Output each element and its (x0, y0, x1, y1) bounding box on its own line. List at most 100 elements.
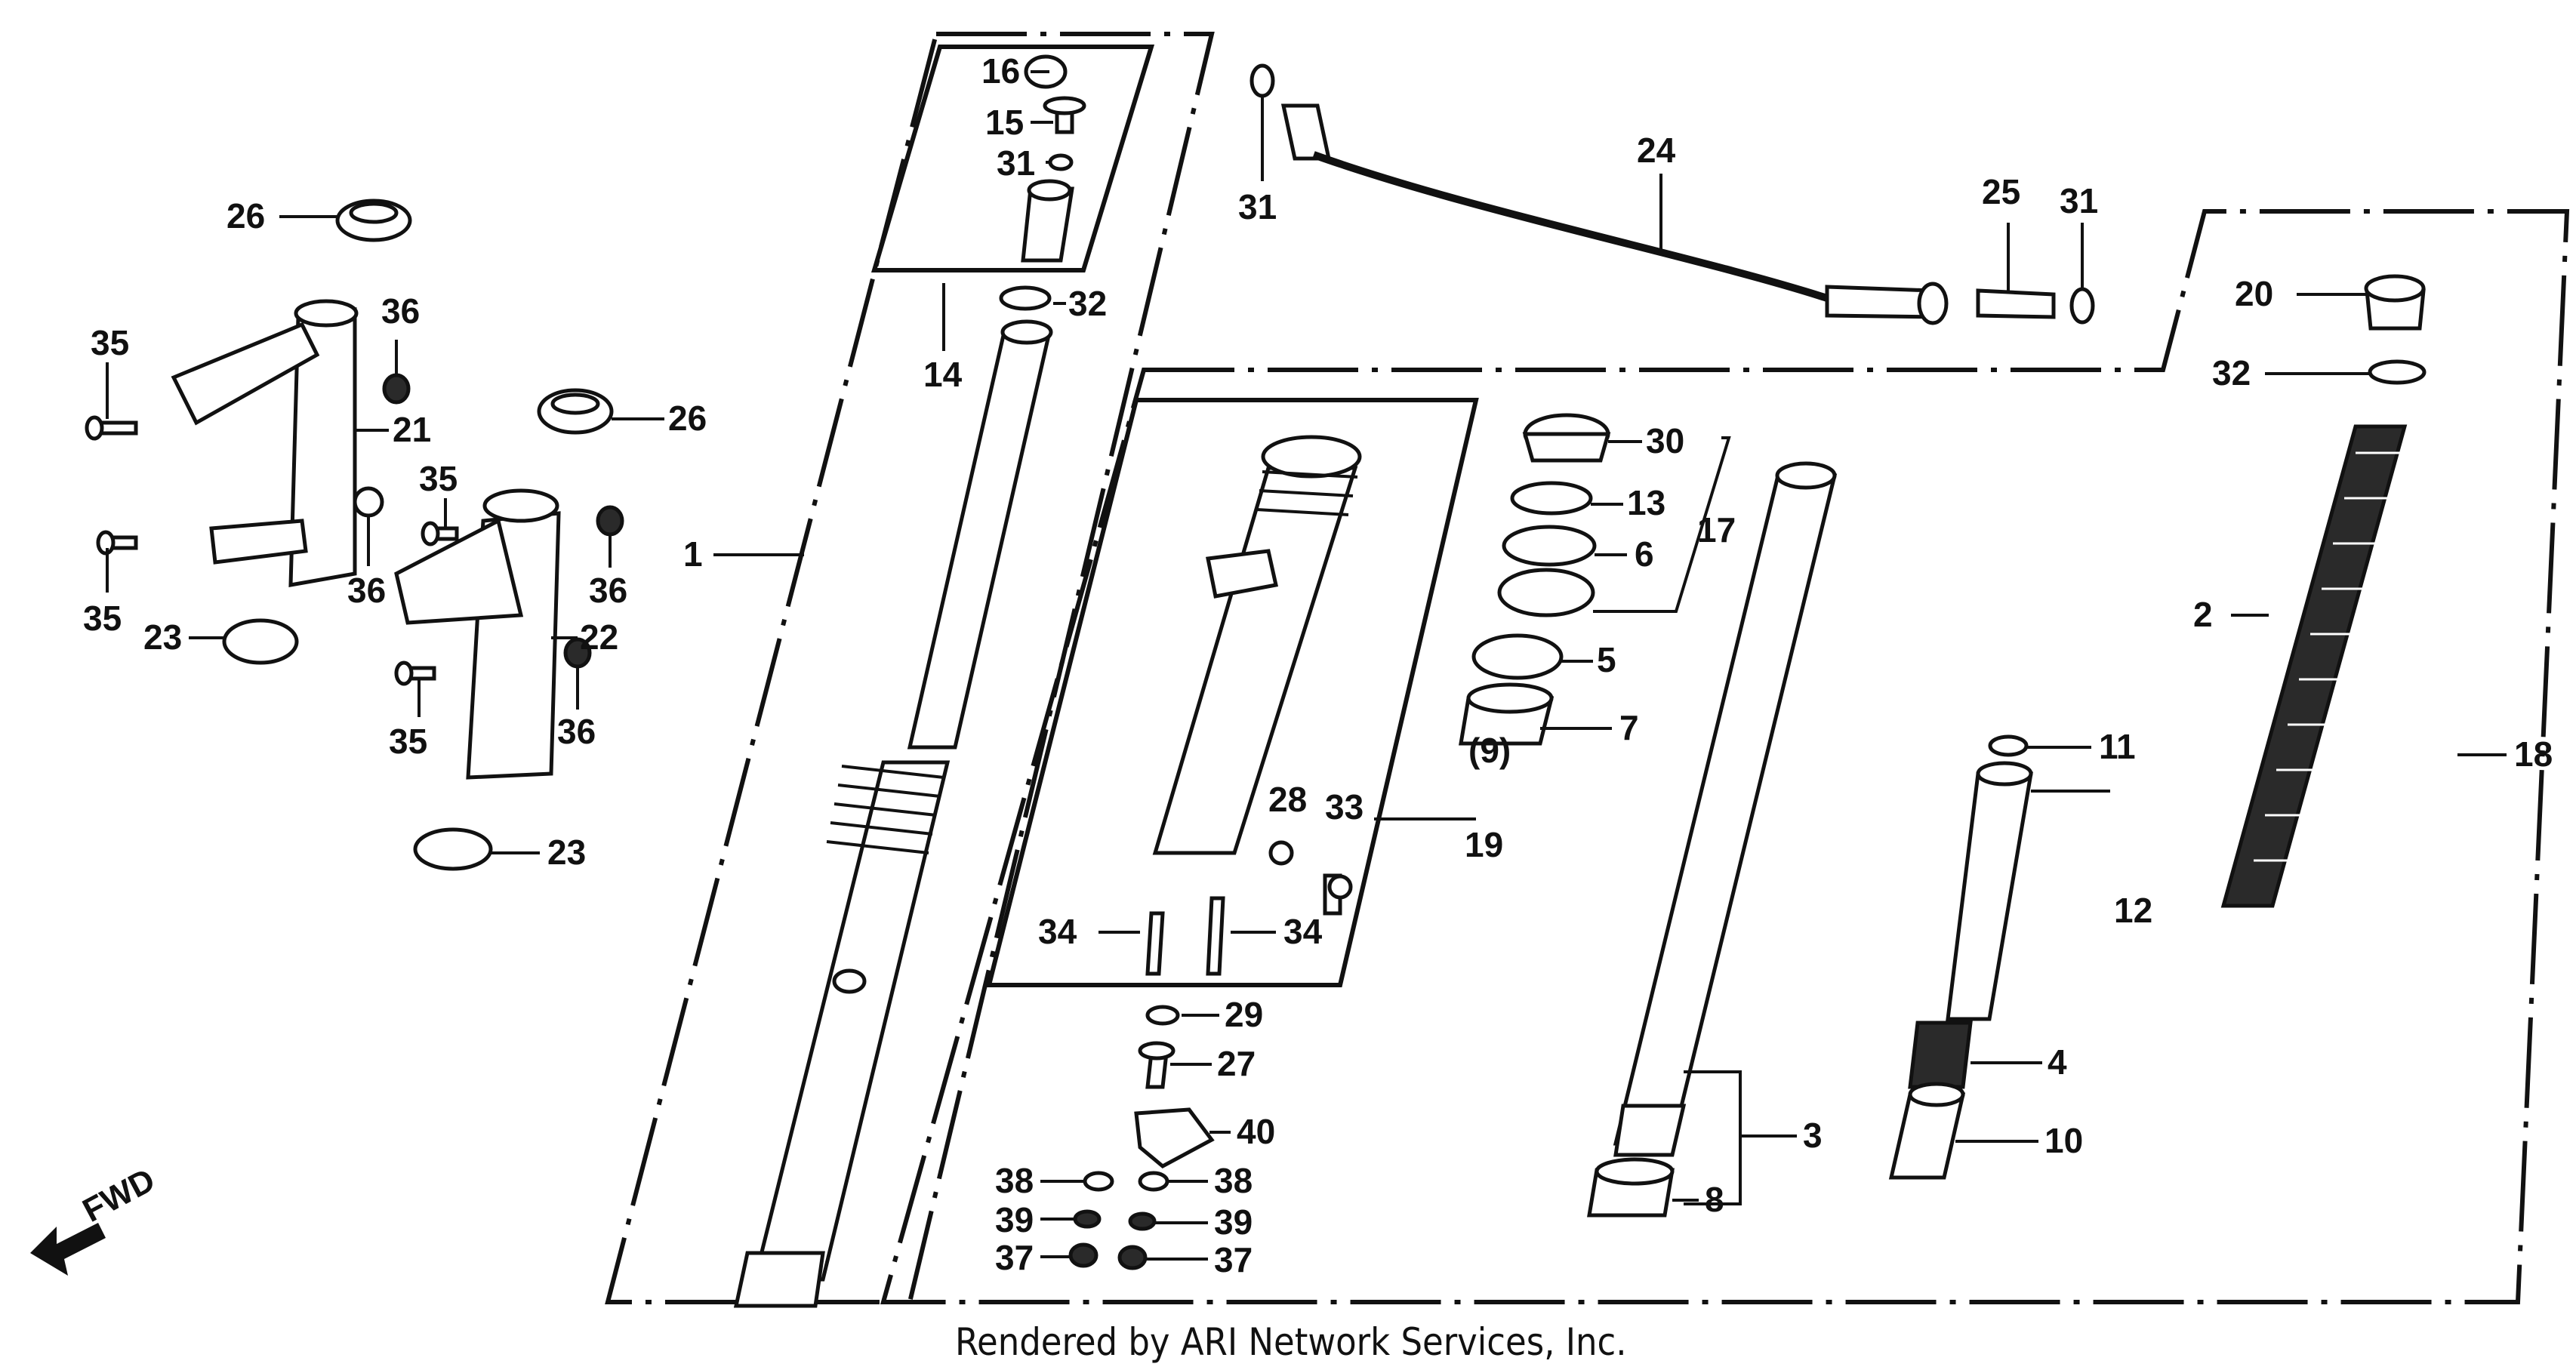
frame-slider-19 (986, 398, 1479, 987)
part-31-oring-right (2069, 287, 2095, 325)
callout-28: 28 (1268, 780, 1307, 819)
part-23-nut-b (413, 827, 493, 871)
callout-2: 2 (2193, 595, 2213, 634)
callout-4: 4 (2048, 1042, 2067, 1082)
callout-31-hose: 31 (1238, 187, 1277, 226)
callout-31-upper: 31 (997, 143, 1035, 183)
frame-fork-assembly-1 (605, 32, 1215, 1304)
callout-18: 18 (2514, 734, 2553, 774)
part-damper (1888, 734, 2033, 1180)
callout-32-cap: 32 (2212, 353, 2251, 393)
part-31-oring-hose (1249, 63, 1275, 98)
part-25-fitting (1976, 288, 2056, 319)
part-39-washer-b (1128, 1211, 1157, 1231)
callout-1: 1 (683, 534, 703, 574)
part-29-washer (1145, 1005, 1180, 1026)
callout-31-right: 31 (2060, 181, 2098, 220)
callout-34-b: 34 (1283, 912, 1323, 951)
callout-35-c: 35 (83, 599, 122, 638)
part-28-washer (1268, 840, 1294, 866)
part-seal-stack (1459, 413, 1611, 746)
callout-14: 14 (923, 355, 963, 394)
part-air-hose (1249, 63, 2095, 325)
callout-9: (9) (1468, 731, 1511, 770)
callout-23-b: 23 (547, 833, 586, 872)
callout-36-d: 36 (557, 712, 596, 751)
part-fork-spring (2220, 274, 2427, 908)
callout-22: 22 (580, 617, 618, 657)
callout-34-a: 34 (1038, 912, 1077, 951)
callout-24: 24 (1637, 131, 1676, 170)
callout-25: 25 (1982, 172, 2020, 211)
callout-6: 6 (1635, 534, 1654, 574)
part-38-washer-a (1083, 1171, 1114, 1192)
part-40-holder (1134, 1107, 1215, 1169)
callout-26-mid: 26 (668, 399, 707, 438)
callout-5: 5 (1597, 640, 1616, 679)
part-fork-bridges (85, 199, 624, 871)
callout-21: 21 (393, 410, 431, 449)
callout-12: 12 (2114, 891, 2152, 930)
callout-13: 13 (1627, 483, 1665, 522)
part-6-washer (1502, 525, 1597, 567)
part-4-spring (1908, 1021, 1973, 1089)
part-12-damper-rod (1946, 771, 2033, 1021)
callout-38-a: 38 (995, 1161, 1034, 1200)
callout-36-b: 36 (347, 571, 386, 610)
part-17-oil-seal (1497, 568, 1595, 617)
part-11-ring (1988, 734, 2029, 757)
part-31-oring (1048, 153, 1074, 171)
fwd-arrow-icon (30, 1223, 106, 1276)
part-34-pin-a (1145, 911, 1165, 976)
callout-11: 11 (2099, 727, 2136, 766)
part-37-nut-a (1068, 1242, 1098, 1268)
callout-36-a: 36 (381, 291, 420, 331)
callout-16: 16 (981, 51, 1020, 91)
callout-29: 29 (1225, 995, 1263, 1034)
callout-32-upper: 32 (1068, 284, 1107, 323)
fwd-label: FWD (77, 1162, 161, 1230)
part-axle-hardware (1068, 1005, 1215, 1270)
part-5-backup-ring (1471, 633, 1564, 680)
part-fork-assembly (733, 319, 1053, 1308)
part-39-washer-a (1073, 1209, 1102, 1229)
callout-23-a: 23 (143, 617, 182, 657)
callout-33: 33 (1325, 787, 1363, 827)
callout-35-b: 35 (419, 459, 458, 498)
part-35-bolts (85, 415, 459, 686)
part-slider-19 (1145, 435, 1362, 976)
callout-40: 40 (1237, 1112, 1275, 1151)
leader-lines (106, 70, 2507, 1261)
fwd-arrow: FWD (30, 1162, 161, 1276)
part-36-b (353, 486, 384, 518)
callout-labels: 16 15 31 32 14 31 24 25 31 20 32 26 26 3… (83, 51, 2553, 1279)
part-13-clip (1510, 481, 1593, 516)
callout-36-c: 36 (589, 571, 627, 610)
part-37-nut-b (1117, 1245, 1148, 1270)
callout-8: 8 (1705, 1180, 1724, 1219)
part-38-washer-b (1138, 1171, 1169, 1192)
callout-27: 27 (1217, 1044, 1256, 1083)
part-upper-cluster (999, 54, 1086, 311)
callout-35-d: 35 (389, 722, 427, 761)
frame-outer-right-18 (880, 209, 2570, 1304)
callout-39-a: 39 (995, 1200, 1034, 1239)
frame-upper-14 (870, 45, 1155, 272)
callout-7: 7 (1619, 708, 1639, 747)
group-frames (605, 32, 2570, 1304)
callout-37-b: 37 (1214, 1240, 1253, 1279)
callout-26-top: 26 (226, 196, 265, 236)
part-32-oring-cap (2368, 359, 2427, 385)
part-36-c (596, 505, 624, 537)
part-34-pin-b (1206, 896, 1225, 976)
part-36-a (382, 373, 411, 405)
part-32-ring (999, 285, 1052, 311)
part-23-nut-a (222, 618, 299, 665)
callout-19: 19 (1465, 825, 1503, 864)
callout-38-b: 38 (1214, 1161, 1253, 1200)
credit-text: Rendered by ARI Network Services, Inc. (955, 1320, 1627, 1364)
callout-17: 17 (1697, 510, 1736, 550)
callout-10: 10 (2044, 1121, 2083, 1160)
callout-30: 30 (1646, 421, 1684, 460)
part-10-piece (1888, 1092, 1966, 1180)
